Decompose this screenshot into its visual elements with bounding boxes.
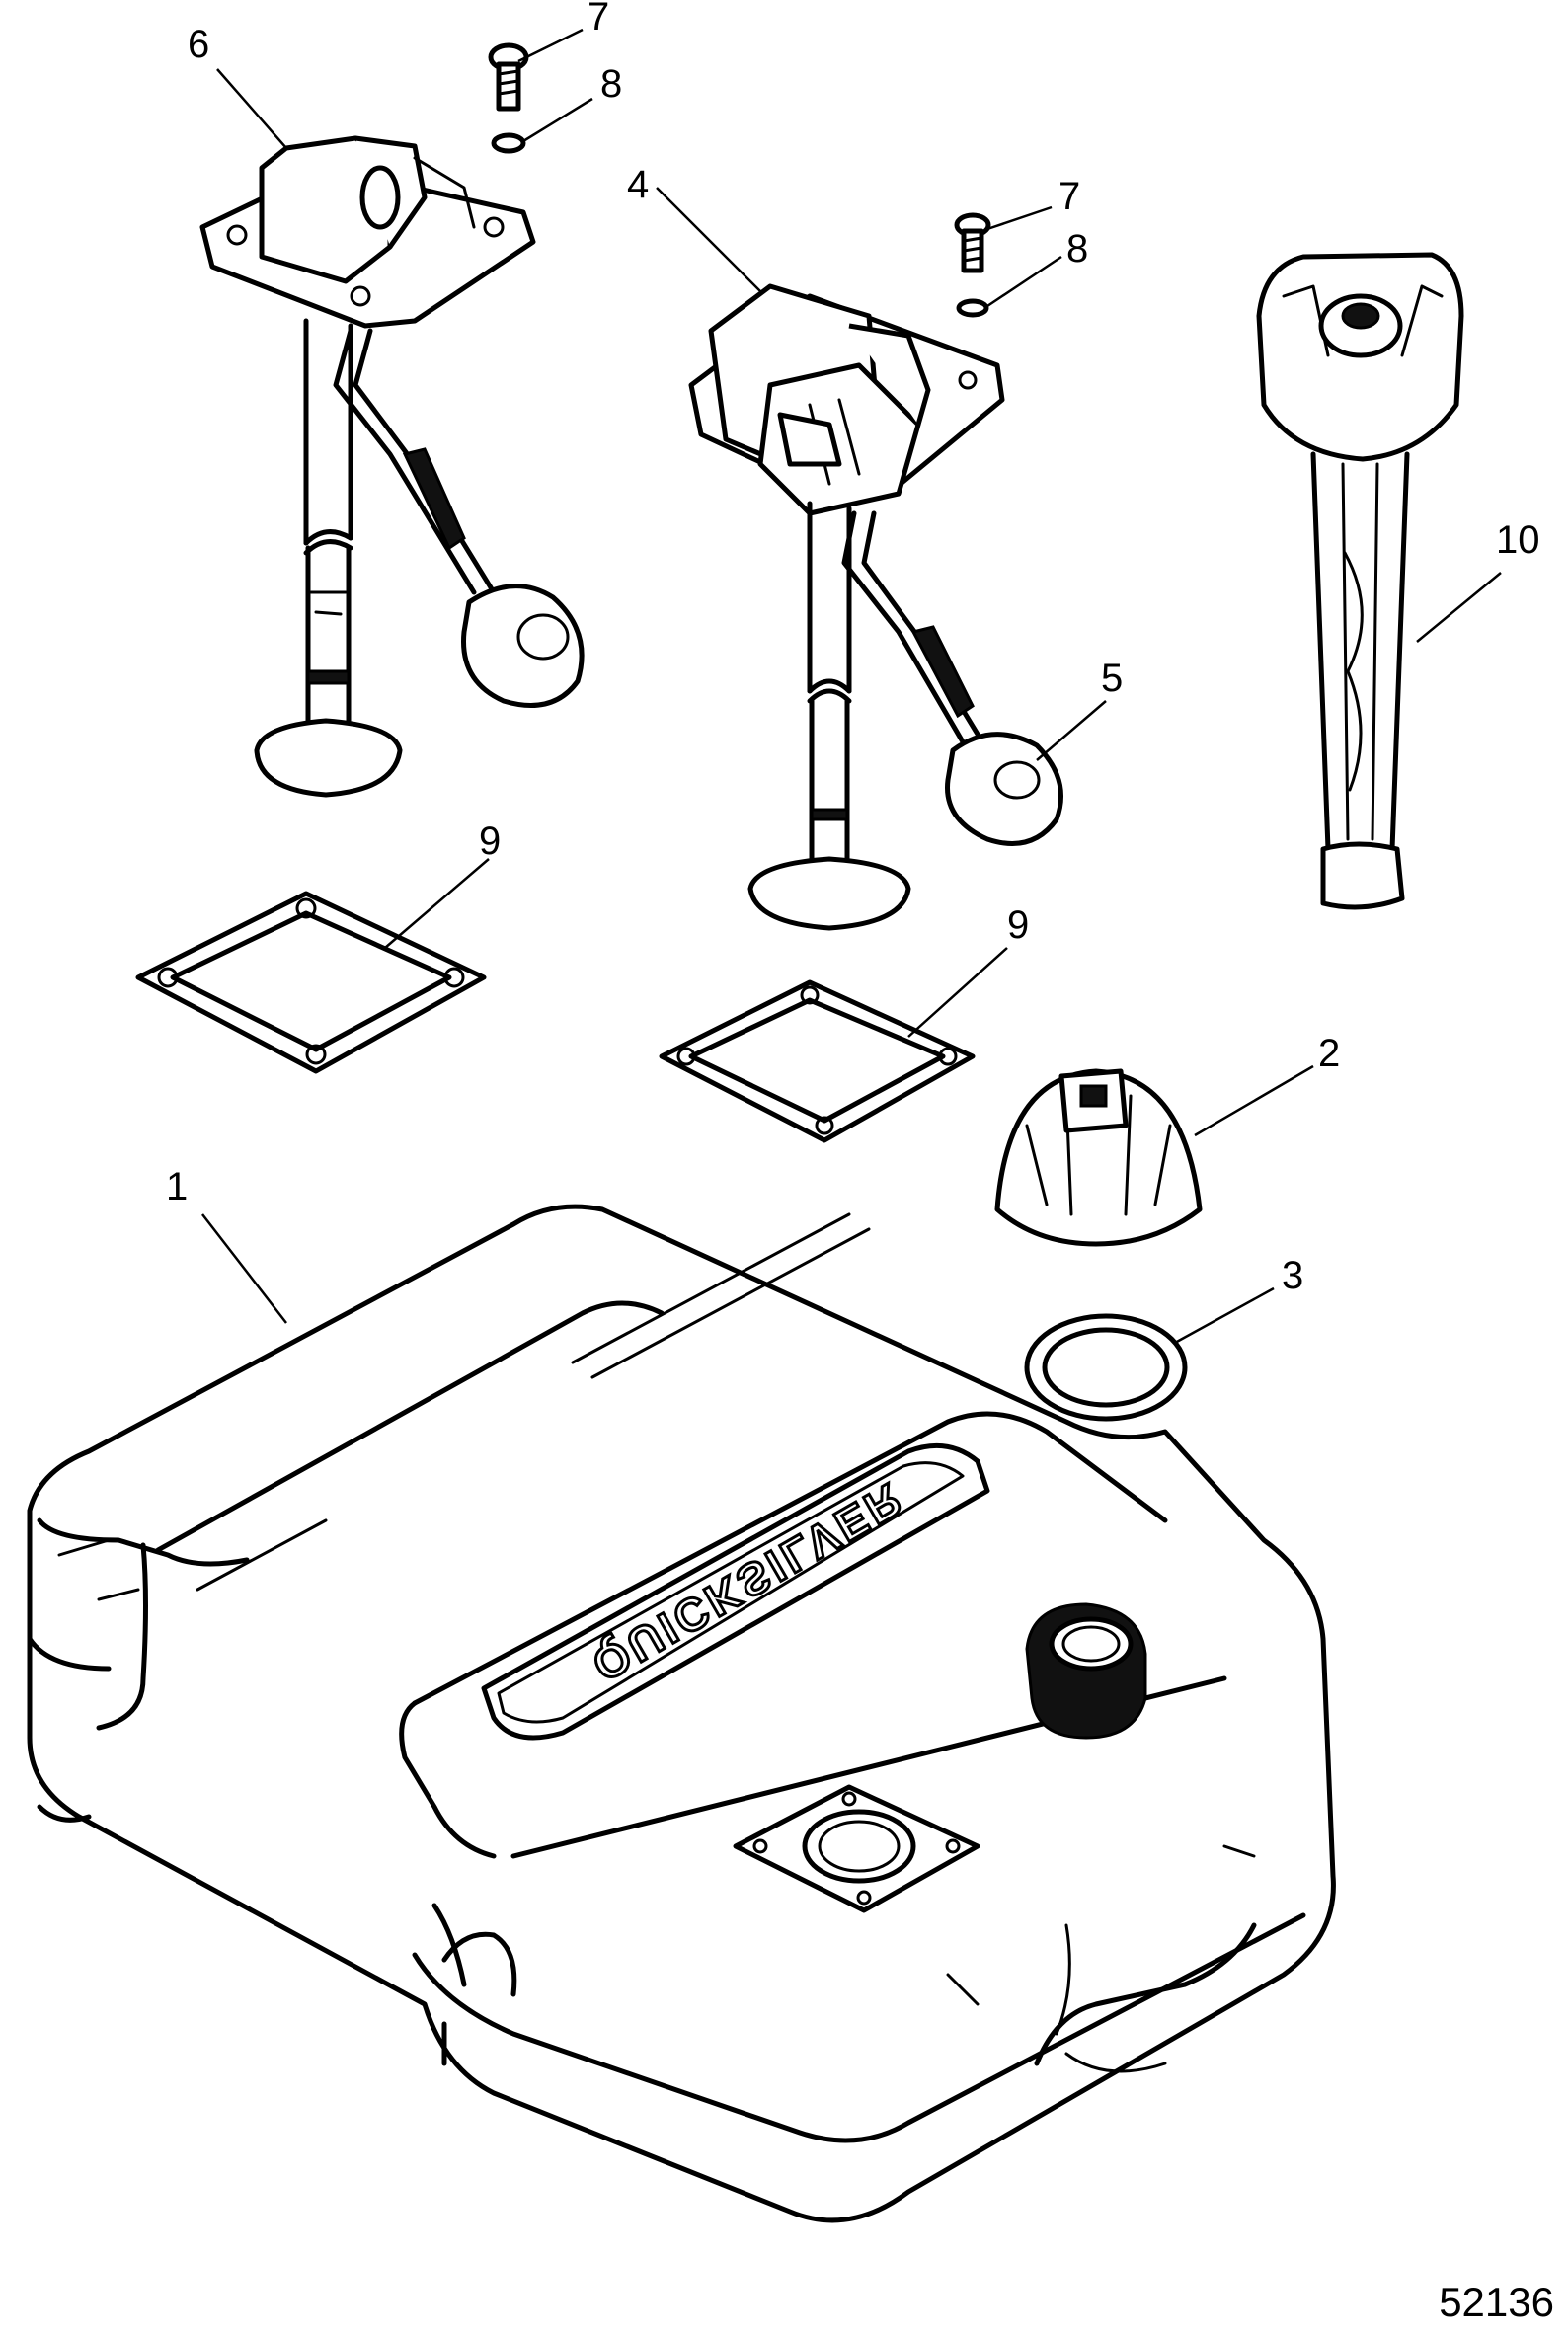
leader-8a [522, 97, 593, 143]
leader-10 [1416, 572, 1502, 643]
screw-7a [488, 42, 529, 112]
callout-9b: 9 [1007, 903, 1029, 947]
leader-7a [517, 28, 584, 63]
screw-7b [954, 212, 991, 273]
callout-10: 10 [1496, 518, 1540, 562]
leader-5 [1036, 700, 1107, 761]
leader-8b [986, 255, 1062, 308]
figure-number: 52136 [1439, 2279, 1554, 2325]
callout-3: 3 [1282, 1254, 1303, 1297]
leader-6 [216, 68, 287, 149]
tank-sender-mount [733, 1784, 980, 1913]
gasket-9b [659, 979, 976, 1143]
gasket-9a [135, 891, 487, 1074]
fuel-tank-1: QUICKSILVER [27, 1204, 1336, 2223]
leader-9a [384, 858, 490, 949]
tank-fill-neck [1025, 1602, 1147, 1740]
leader-1 [201, 1213, 287, 1324]
callout-8b: 8 [1066, 227, 1088, 271]
callout-labels: 6 7 8 4 7 8 10 5 9 9 2 3 1 [166, 0, 1540, 1297]
callout-6: 6 [188, 23, 209, 66]
leader-3 [1174, 1286, 1275, 1345]
callout-4: 4 [627, 163, 649, 206]
fill-cap-2 [994, 1068, 1203, 1247]
callout-2: 2 [1318, 1032, 1340, 1075]
callout-5: 5 [1101, 657, 1123, 700]
callout-8a: 8 [600, 62, 622, 106]
callout-1: 1 [166, 1165, 188, 1208]
callout-7b: 7 [1058, 175, 1080, 218]
leader-9b [907, 947, 1008, 1038]
leader-7b [986, 205, 1053, 231]
callout-9a: 9 [479, 819, 501, 863]
fuel-gauge-10 [1256, 252, 1464, 910]
washer-8a [491, 132, 526, 154]
callout-7a: 7 [588, 0, 609, 39]
leader-lines [201, 28, 1502, 1345]
washer-8b [956, 298, 989, 318]
leader-4 [656, 187, 761, 292]
fuel-sender-unit-4 [688, 283, 1063, 931]
leader-2 [1194, 1064, 1314, 1137]
o-ring-3 [1024, 1313, 1188, 1422]
fuel-sender-unit-6 [199, 135, 585, 798]
